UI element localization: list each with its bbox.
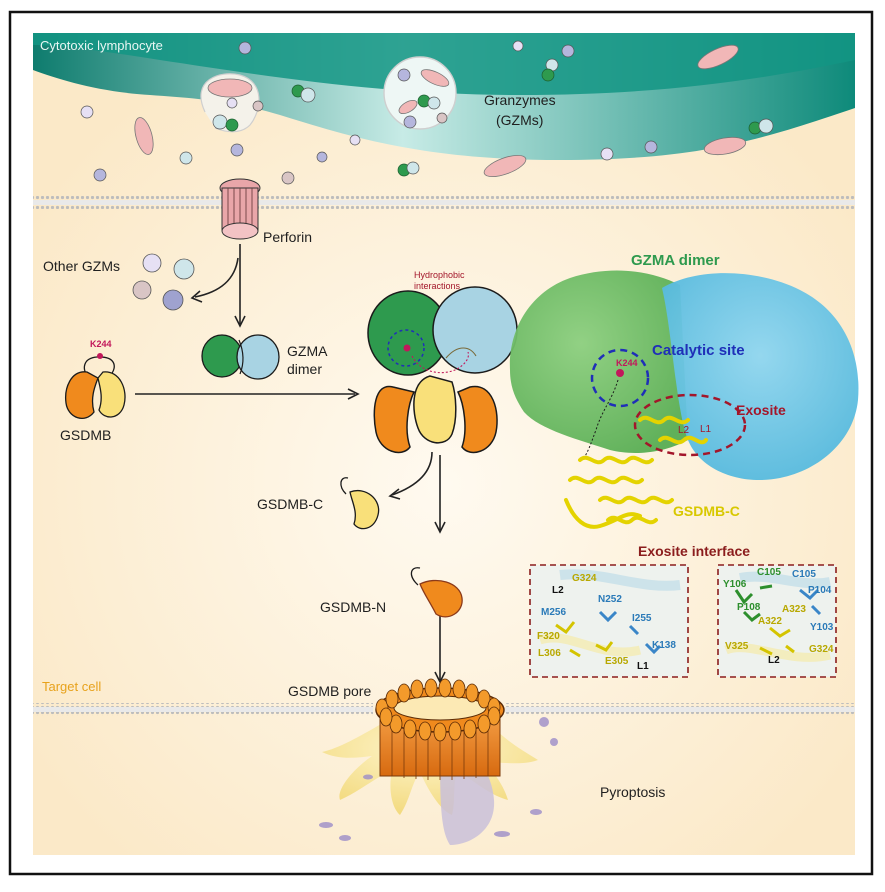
k244-structure-label: K244 [616,358,638,368]
residue-label: K138 [652,640,676,651]
perforin-label: Perforin [263,229,313,245]
lymphocyte-label: Cytotoxic lymphocyte [40,38,163,53]
residue-label: G324 [572,573,597,584]
gsdmb-label: GSDMB [60,427,112,443]
exosite-marker [633,393,747,457]
residue-label: I255 [632,613,652,624]
gsdmb-small [65,353,126,420]
residue-label: L2 [552,585,564,596]
residue-label: L306 [538,648,561,659]
bottom-membrane [33,703,855,716]
residue-label: Y106 [723,579,747,590]
l2-label: L2 [678,425,690,436]
exosite-interface-title: Exosite interface [638,543,751,559]
gsdmb-pore-label: GSDMB pore [288,683,372,699]
interactions-label: interactions [414,281,461,291]
structure-title: GZMA dimer [631,252,720,269]
residue-label: E305 [605,656,629,667]
exosite-panel-left [529,564,689,678]
residue-label: C105 [792,569,816,580]
gzma-dimer-surface [509,270,859,481]
hydrophobic-label: Hydrophobic [414,270,465,280]
exosite-label: Exosite [736,402,786,418]
structure-gsdmb-c-label: GSDMB-C [673,503,740,519]
residue-label: P104 [808,585,832,596]
dimer-label: dimer [287,361,323,377]
outer-frame [8,10,874,876]
gsdmb-pore [375,678,505,780]
granzymes-label: Granzymes [484,92,556,108]
perforin-pore [219,178,261,240]
target-cell-label: Target cell [42,679,102,694]
catalytic-site-label: Catalytic site [652,342,745,359]
residue-label: Y103 [810,622,834,633]
exosite-panel-right [717,564,837,678]
residue-label: A322 [758,616,782,627]
gsdmb-c-small [340,477,380,530]
residue-label: A323 [782,604,806,615]
granules [80,40,774,185]
pyroptosis-label: Pyroptosis [600,784,666,800]
other-gzms-label: Other GZMs [43,258,121,274]
residue-label: N252 [598,594,622,605]
other-gzms [132,253,195,311]
residue-label: C105 [757,567,781,578]
gzma-gsdmb-complex [367,286,518,454]
gsdmb-n-label: GSDMB-N [320,599,387,615]
residue-label: L1 [637,661,649,672]
granzymes-abbr-label: (GZMs) [496,112,544,128]
gzma-dimer-small [201,334,280,380]
gsdmb-c-label: GSDMB-C [257,496,324,512]
residue-label: M256 [541,607,567,618]
residue-label: F320 [537,631,560,642]
gsdmb-n-monomer [410,567,463,618]
residue-label: L2 [768,655,780,666]
residue-label: V325 [725,641,749,652]
pathway-arrows [135,244,446,684]
l1-label: L1 [700,424,712,435]
gzma-label: GZMA [287,343,328,359]
top-membrane [33,196,855,209]
catalytic-site-marker [590,348,650,408]
gsdmb-c-helices [564,415,708,529]
residue-label: G324 [809,644,834,655]
k244-small-label: K244 [90,339,112,349]
residue-label: P108 [737,602,761,613]
